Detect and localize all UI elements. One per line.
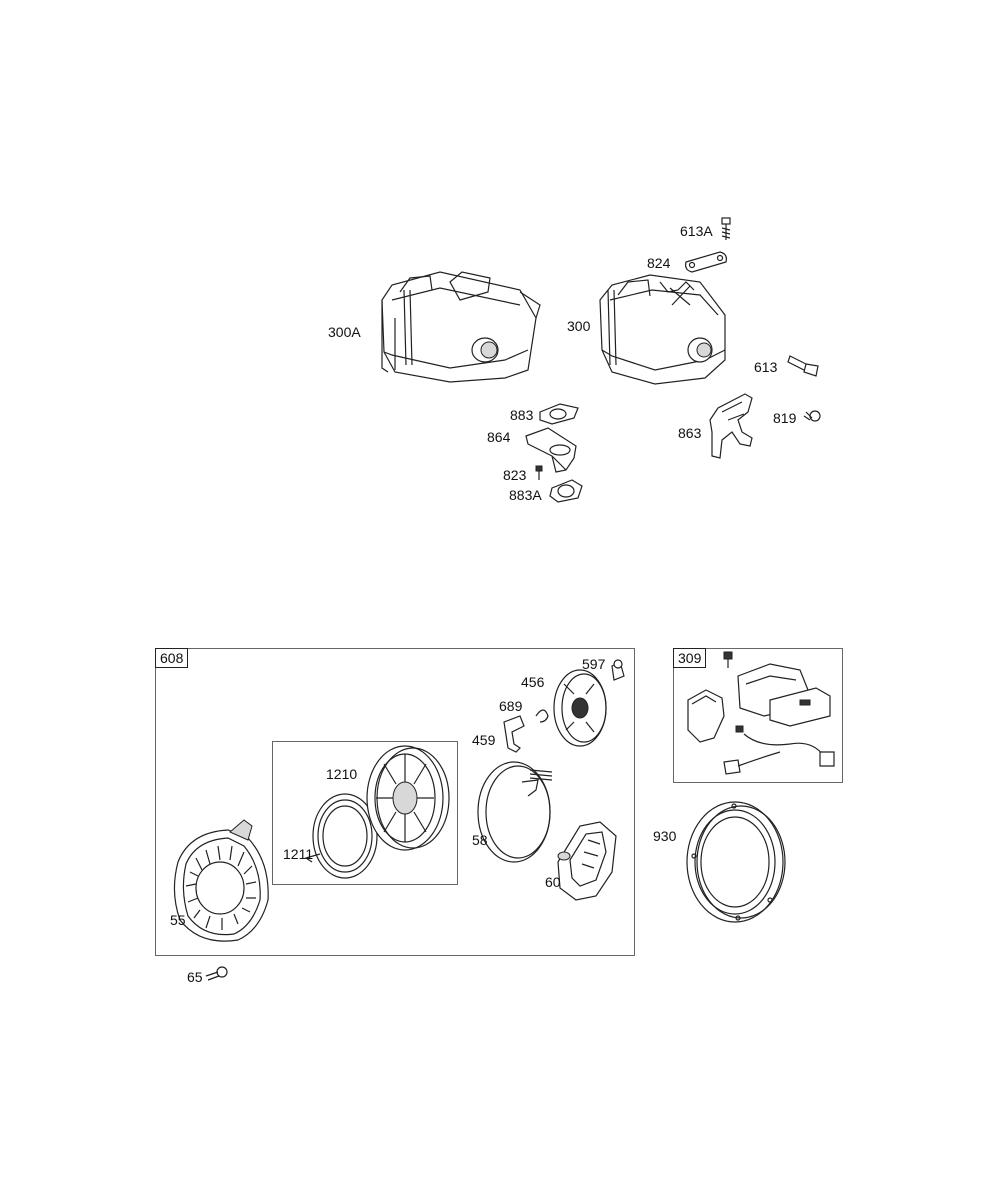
screw-823-icon [535,465,543,480]
screen-930-icon [686,801,786,923]
pawl-459-icon [503,715,525,753]
gasket-883-icon [539,403,579,425]
callout-459: 459 [472,732,496,748]
assembly-309-label: 309 [673,648,707,668]
screw-819-icon [803,410,821,422]
callout-456: 456 [521,674,545,690]
screw-65-icon [205,966,228,981]
blower-housing-55-icon [173,819,269,942]
callout-1211: 1211 [283,846,314,862]
callout-864: 864 [487,429,511,445]
callout-824: 824 [647,255,671,271]
callout-883: 883 [510,407,534,423]
callout-613a: 613A [680,223,713,239]
callout-300a: 300A [328,324,361,340]
callout-689: 689 [499,698,523,714]
callout-823: 823 [503,467,527,483]
bolt-613-icon [787,355,819,377]
subassembly-pulley-frame [272,741,458,885]
retainer-689-icon [535,709,549,723]
retainer-plate-456-icon [553,669,607,747]
callout-300: 300 [567,318,591,334]
screw-597-icon [611,659,625,681]
assembly-608-label: 608 [155,648,189,668]
callout-863: 863 [678,425,702,441]
callout-55: 55 [170,912,186,928]
callout-58: 58 [472,832,488,848]
callout-60: 60 [545,874,561,890]
callout-930: 930 [653,828,677,844]
spring-1211-icon [304,793,378,879]
callout-65: 65 [187,969,203,985]
callout-1210: 1210 [326,766,358,782]
assembly-608-frame [155,648,635,956]
gasket-883a-icon [549,479,583,503]
bolt-613a-icon [721,217,731,240]
handle-60-icon [557,821,617,901]
muffler-300a [381,271,541,383]
callout-613: 613 [754,359,778,375]
callout-597: 597 [582,656,606,672]
muffler-300 [599,274,726,385]
ignition-309-icon [687,651,835,775]
assembly-309-frame [673,648,843,783]
bracket-863-icon [709,393,753,459]
deflector-864-icon [525,427,577,473]
callout-883a: 883A [509,487,542,503]
rope-58-icon [477,761,553,863]
plate-824-icon [685,251,727,273]
callout-819: 819 [773,410,797,426]
pulley-1210-icon [366,745,450,851]
